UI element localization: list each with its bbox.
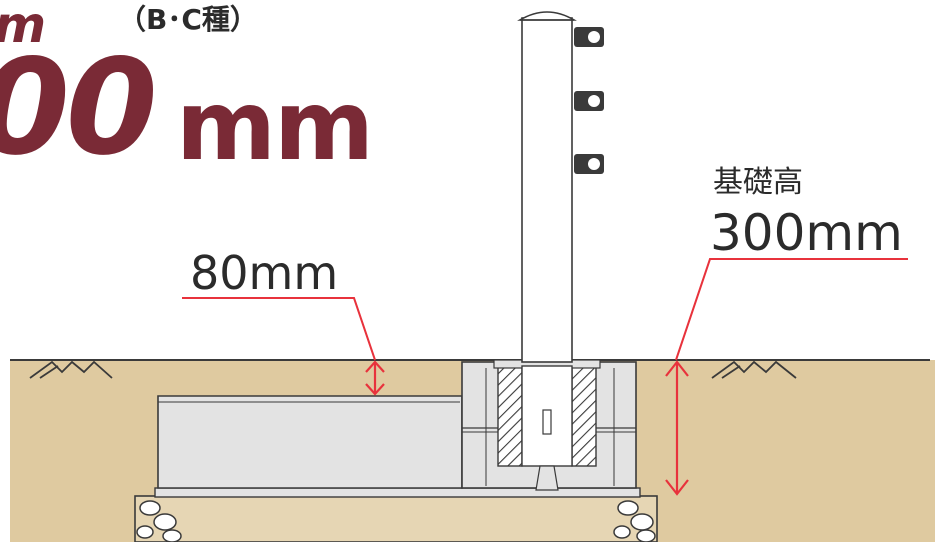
sleeve-hatch-right [571,363,597,467]
gravel-base [134,495,658,543]
chain-hook-2 [574,91,604,111]
height-number: 00 [0,31,158,185]
gravel-stones-left [136,500,182,543]
height-unit: mm [176,70,374,182]
pole-pin [542,409,552,435]
leader-line-80 [182,297,376,361]
dimension-arrow-80 [365,360,385,396]
dimension-arrow-300 [665,360,689,496]
chain-hook-1 [574,27,604,47]
ground-mark-left [29,360,113,379]
base-height-value: 300mm [710,204,903,262]
leader-line-300 [675,258,908,361]
ground-mark-right [711,360,797,379]
foundation-block-low [157,395,463,489]
chain-hook-3 [574,154,604,174]
leveling-slab [154,487,641,498]
gravel-stones-right [613,500,656,543]
pole-top-cap [517,11,577,21]
sleeve-hatch-left [497,363,523,467]
pole-shaft [521,17,573,363]
title-subtype: （B･C種） [118,3,258,36]
base-height-caption: 基礎高 [713,165,803,200]
embed-depth-label: 80mm [190,246,339,300]
title-fragment: m [0,0,48,50]
pole-foot [535,465,559,491]
